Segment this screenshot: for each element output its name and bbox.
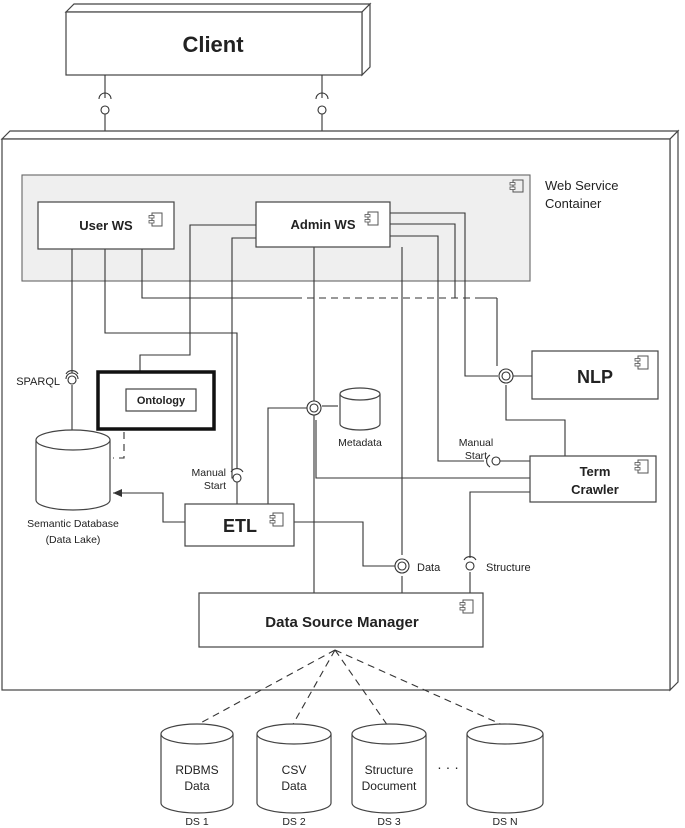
nlp-interface (498, 368, 532, 384)
dsm-label: Data Source Manager (265, 614, 419, 631)
etl-node: ETL (184, 503, 295, 547)
manual-start-1-line1: Manual (192, 467, 226, 479)
connectors (71, 212, 566, 593)
ds-1-line1: RDBMS (175, 763, 218, 777)
user-ws-label: User WS (79, 218, 133, 233)
data-source-3: Structure Document DS 3 (351, 723, 427, 828)
component-icon (634, 355, 649, 370)
manual-start-crawler-interface: Manual Start (459, 437, 530, 468)
metadata-interface (306, 400, 322, 416)
data-label: Data (417, 562, 441, 574)
client-node: Client (64, 2, 372, 77)
nlp-node: NLP (531, 350, 659, 400)
ds-3-label: DS 3 (377, 816, 401, 828)
term-crawler-label-line2: Crawler (571, 482, 619, 497)
semantic-db-label-line1: Semantic Database (27, 518, 119, 530)
admin-ws-node: Admin WS (255, 201, 391, 248)
manual-start-2-line2: Start (465, 450, 487, 462)
client-interface-user (98, 75, 112, 136)
data-source-manager-node: Data Source Manager (198, 592, 484, 648)
ds-3-line2: Document (362, 779, 417, 793)
component-icon (634, 459, 649, 474)
term-crawler-label-line1: Term (580, 464, 611, 479)
manual-start-1-line2: Start (204, 480, 226, 492)
metadata-node: Metadata (338, 387, 382, 449)
sparql-interface: SPARQL (16, 370, 79, 388)
manual-start-etl-interface: Manual Start (192, 467, 244, 504)
component-icon (459, 599, 474, 614)
component-icon (509, 179, 524, 193)
manual-start-2-line1: Manual (459, 437, 493, 449)
component-icon (269, 512, 284, 527)
ds-3-line1: Structure (365, 763, 414, 777)
data-source-n: DS N (466, 723, 544, 828)
structure-interface: Structure (463, 556, 531, 574)
ds-1-line2: Data (184, 779, 210, 793)
sparql-label: SPARQL (16, 376, 60, 388)
etl-label: ETL (223, 516, 257, 536)
term-crawler-node: Term Crawler (529, 455, 657, 503)
client-interface-admin (315, 75, 329, 136)
semantic-database-node: Semantic Database (Data Lake) (27, 429, 119, 546)
ds-2-line2: Data (281, 779, 307, 793)
data-source-1: RDBMS Data DS 1 (160, 723, 234, 828)
admin-ws-label: Admin WS (291, 217, 356, 232)
ellipsis: · · · (437, 759, 459, 775)
semantic-db-label-line2: (Data Lake) (46, 534, 101, 546)
container-label-line1: Web Service (545, 178, 618, 193)
container-label-line2: Container (545, 196, 602, 211)
structure-label: Structure (486, 562, 531, 574)
ds-2-line1: CSV (282, 763, 307, 777)
component-icon (364, 211, 379, 226)
data-interface: Data (394, 558, 441, 574)
dsm-to-sources (194, 649, 506, 727)
ontology-node: Ontology (96, 370, 216, 431)
ds-n-label: DS N (492, 816, 517, 828)
ontology-label: Ontology (137, 395, 186, 407)
ds-1-label: DS 1 (185, 816, 209, 828)
user-ws-node: User WS (37, 201, 175, 250)
client-label: Client (182, 32, 244, 57)
component-icon (148, 212, 163, 227)
metadata-label: Metadata (338, 437, 382, 449)
data-source-2: CSV Data DS 2 (256, 723, 332, 828)
nlp-label: NLP (577, 367, 613, 387)
ds-2-label: DS 2 (282, 816, 306, 828)
